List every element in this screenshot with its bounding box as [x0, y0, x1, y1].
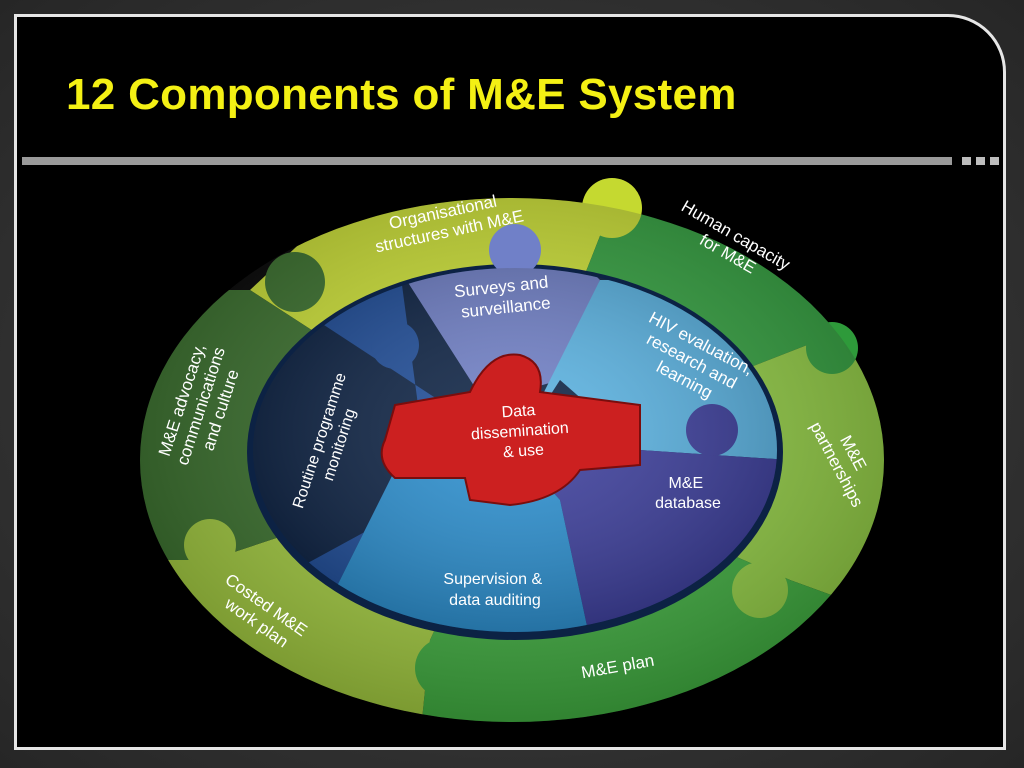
- label-line: Supervision &: [443, 571, 542, 588]
- label-database: M&E database: [655, 475, 721, 512]
- divider-dot: [990, 157, 999, 165]
- label-line: data auditing: [449, 592, 541, 609]
- label-center: Data dissemination & use: [469, 399, 575, 463]
- label-line: dissemination: [470, 420, 569, 444]
- label-line: M&E: [668, 475, 703, 492]
- divider-dot: [962, 157, 971, 165]
- puzzle-knob: [489, 224, 541, 276]
- slide-title: 12 Components of M&E System: [66, 70, 737, 119]
- label-line: database: [655, 495, 721, 512]
- title-divider: [22, 157, 952, 165]
- label-supervision: Supervision & data auditing: [443, 571, 546, 609]
- label-line: & use: [502, 442, 544, 462]
- puzzle-piece-center: [380, 353, 641, 507]
- label-line: Data: [501, 402, 536, 421]
- divider-dot: [976, 157, 985, 165]
